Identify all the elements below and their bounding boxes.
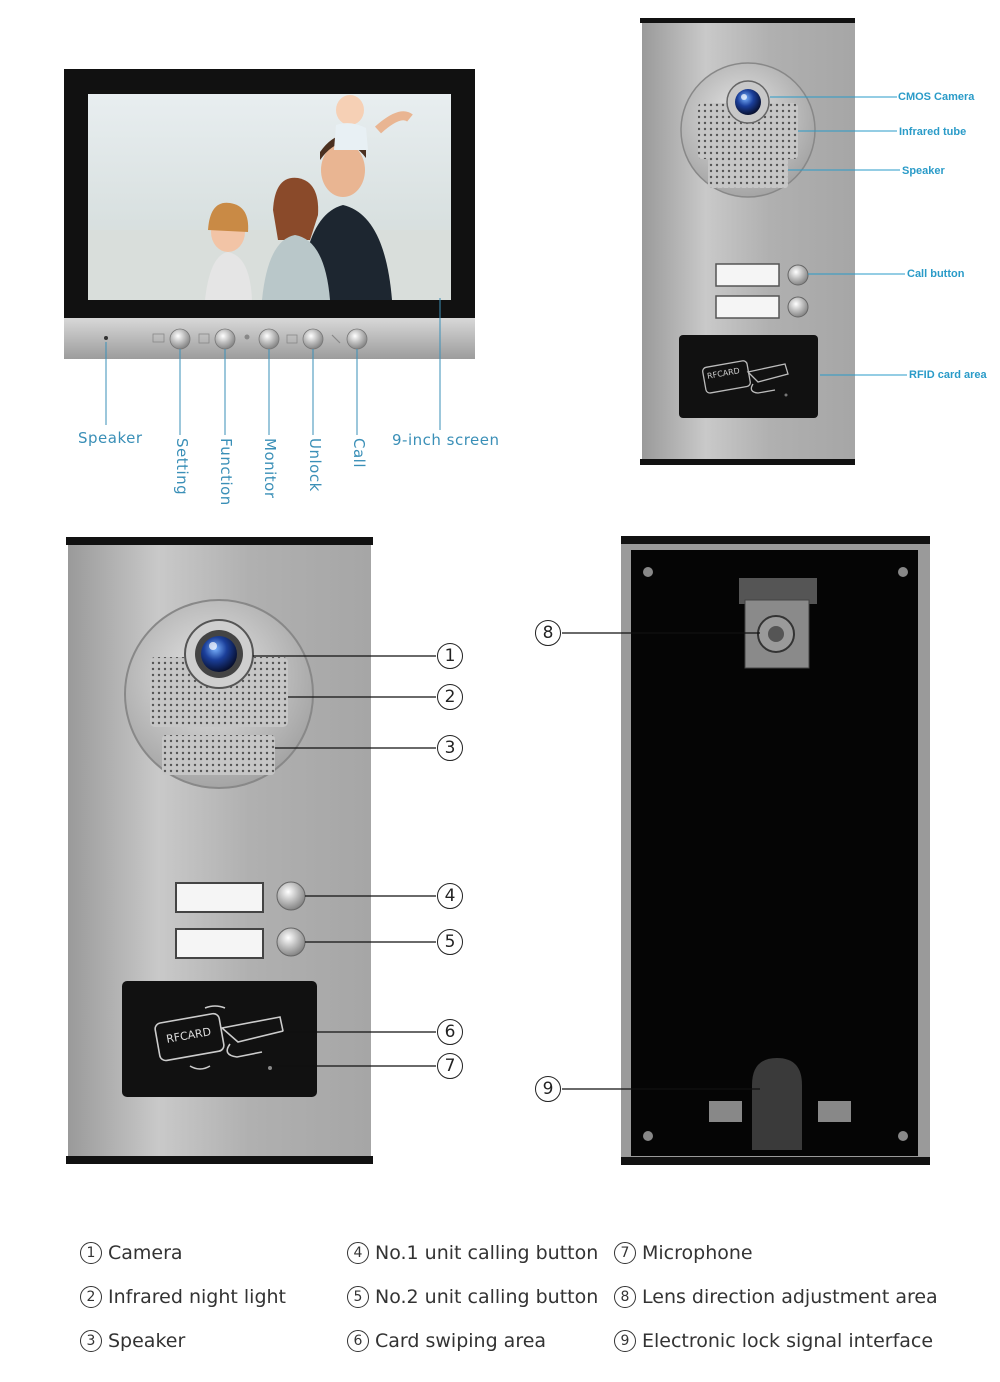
label-rfid-area: RFID card area <box>909 369 987 381</box>
outdoor-panel-large <box>66 537 373 1164</box>
callout-8: 8 <box>535 620 561 646</box>
legend-number: 1 <box>80 1242 102 1264</box>
label-cmos-camera: CMOS Camera <box>898 91 975 103</box>
callout-7: 7 <box>437 1053 463 1079</box>
callout-5: 5 <box>437 929 463 955</box>
monitor-speaker-hole <box>104 336 108 340</box>
label-call: Call <box>350 438 368 469</box>
legend-text: Lens direction adjustment area <box>642 1286 938 1308</box>
legend-number: 2 <box>80 1286 102 1308</box>
phone-icon <box>331 334 341 344</box>
lock-icon <box>286 334 298 344</box>
back-panel <box>621 536 930 1165</box>
legend-text: No.2 unit calling button <box>375 1286 599 1308</box>
legend-item: 1 Camera <box>80 1242 183 1264</box>
label-screen: 9-inch screen <box>392 431 500 449</box>
monitor-leader-lines <box>105 298 441 435</box>
label-speaker: Speaker <box>78 429 143 447</box>
label-small-speaker: Speaker <box>902 165 945 177</box>
legend-item: 5 No.2 unit calling button <box>347 1286 598 1308</box>
mail-icon <box>152 333 165 343</box>
legend-number: 3 <box>80 1330 102 1352</box>
legend-text: Infrared night light <box>108 1286 286 1308</box>
legend-text: No.1 unit calling button <box>375 1242 599 1264</box>
legend-item: 3 Speaker <box>80 1330 185 1352</box>
label-unlock: Unlock <box>306 438 324 492</box>
legend-item: 8 Lens direction adjustment area <box>614 1286 938 1308</box>
legend-number: 7 <box>614 1242 636 1264</box>
monitor-buttons <box>152 328 368 350</box>
large-panel-leader-lines <box>253 655 436 1067</box>
screen-photo-illustration <box>88 95 451 300</box>
legend-text: Microphone <box>642 1242 753 1264</box>
legend-item: 6 Card swiping area <box>347 1330 546 1352</box>
legend-text: Card swiping area <box>375 1330 547 1352</box>
legend-text: Camera <box>108 1242 183 1264</box>
callout-2: 2 <box>437 684 463 710</box>
person-icon <box>244 334 250 340</box>
label-infrared-tube: Infrared tube <box>899 126 967 138</box>
indoor-monitor <box>64 69 475 435</box>
legend-number: 9 <box>614 1330 636 1352</box>
small-panel-leader-lines <box>770 96 907 376</box>
legend-text: Speaker <box>108 1330 186 1352</box>
legend-item: 2 Infrared night light <box>80 1286 286 1308</box>
legend-item: 9 Electronic lock signal interface <box>614 1330 933 1352</box>
outdoor-panel-small <box>640 18 907 465</box>
label-function: Function <box>217 438 235 506</box>
callout-9: 9 <box>535 1076 561 1102</box>
back-panel-leader-lines <box>562 632 760 1090</box>
function-icon <box>198 333 210 344</box>
legend-number: 5 <box>347 1286 369 1308</box>
label-call-button: Call button <box>907 268 965 280</box>
callout-4: 4 <box>437 883 463 909</box>
legend-number: 4 <box>347 1242 369 1264</box>
callout-6: 6 <box>437 1019 463 1045</box>
legend-item: 4 No.1 unit calling button <box>347 1242 598 1264</box>
legend-number: 6 <box>347 1330 369 1352</box>
callout-1: 1 <box>437 643 463 669</box>
legend-text: Electronic lock signal interface <box>642 1330 934 1352</box>
callout-3: 3 <box>437 735 463 761</box>
label-setting: Setting <box>173 438 191 496</box>
legend-item: 7 Microphone <box>614 1242 753 1264</box>
label-monitor: Monitor <box>261 438 279 499</box>
legend-number: 8 <box>614 1286 636 1308</box>
